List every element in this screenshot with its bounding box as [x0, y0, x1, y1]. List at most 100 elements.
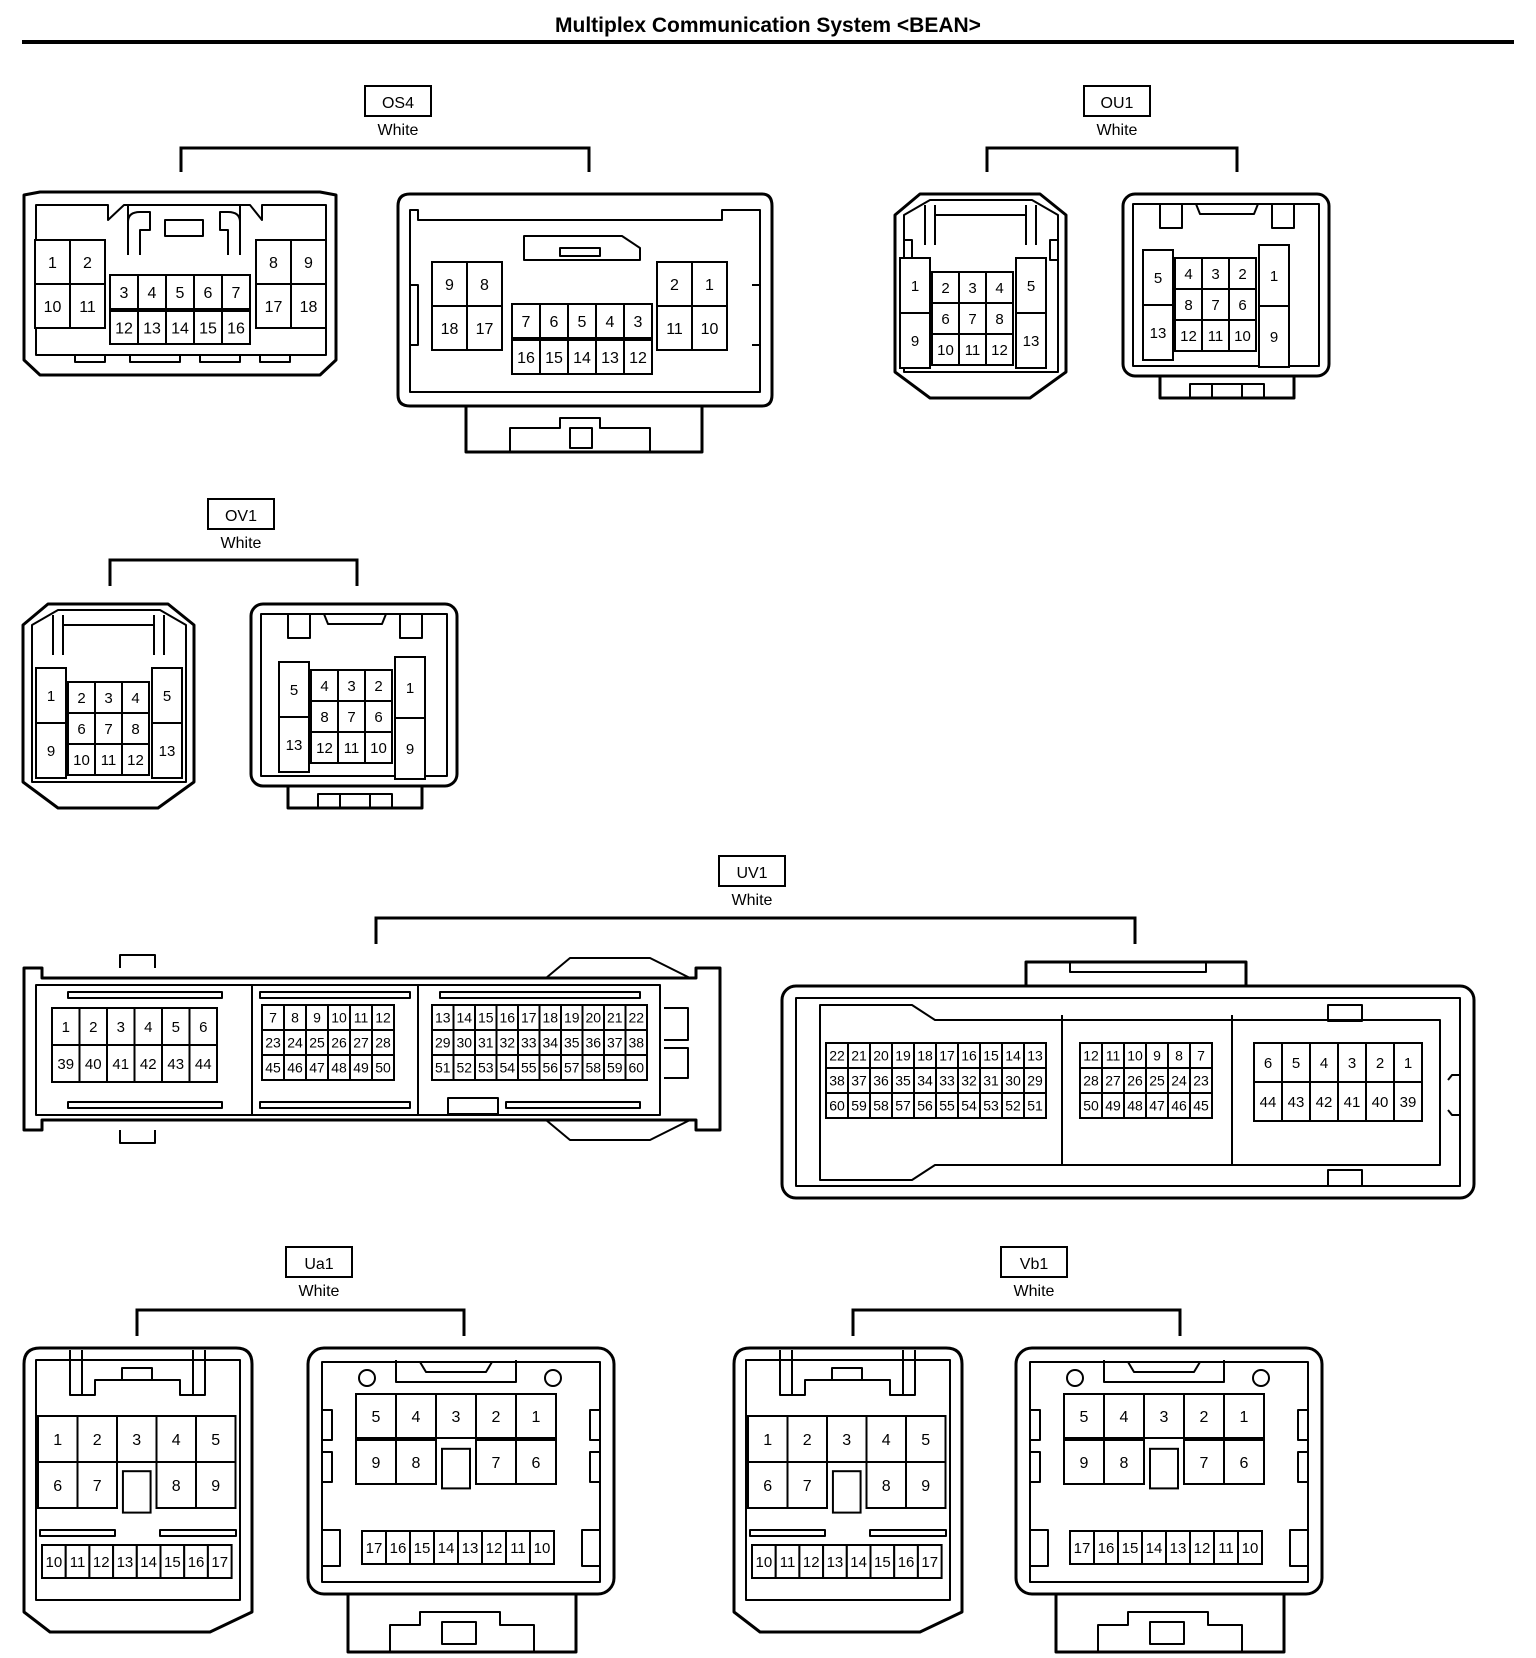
- pin-number: 48: [1127, 1098, 1143, 1114]
- pin-number: 50: [1083, 1098, 1099, 1114]
- pin-number: 12: [629, 350, 647, 367]
- pin-number: 3: [968, 280, 976, 297]
- pin-number: 7: [104, 721, 112, 738]
- pin-number: 54: [499, 1060, 515, 1076]
- pin-cell: [221, 274, 251, 310]
- pin-number: 45: [265, 1060, 281, 1076]
- pin-number: 10: [1127, 1048, 1143, 1064]
- pin-number: 7: [93, 1478, 102, 1495]
- pin-grid-p13-b-left: 513: [278, 661, 310, 773]
- pin-cell: [931, 333, 960, 366]
- pin-cell: [1189, 1092, 1213, 1119]
- pin-number: 51: [1027, 1098, 1043, 1114]
- pin-number: 9: [406, 741, 414, 758]
- pin-number: 20: [873, 1048, 889, 1064]
- pin-number: 6: [763, 1478, 772, 1495]
- pin-number: 9: [47, 743, 55, 760]
- pin-cell: [431, 305, 468, 351]
- pin-number: 15: [874, 1554, 891, 1571]
- pin-number: 28: [375, 1035, 391, 1051]
- pin-number: 4: [320, 678, 328, 695]
- pin-cell: [1365, 1042, 1395, 1083]
- pin-cell: [161, 1007, 191, 1046]
- pin-cell: [290, 239, 327, 285]
- pin-number: 15: [1122, 1540, 1139, 1557]
- pin-number: 11: [1106, 1048, 1121, 1064]
- pin-cell: [371, 1054, 395, 1081]
- pin-number: 44: [1260, 1094, 1277, 1111]
- pin-number: 2: [374, 678, 382, 695]
- connector-bracket: [179, 146, 591, 172]
- uv1-face-b-housing: [780, 960, 1476, 1200]
- pin-number: 29: [1027, 1073, 1043, 1089]
- pin-cell: [35, 667, 67, 724]
- pin-cell: [161, 1044, 191, 1083]
- pin-number: 10: [756, 1554, 773, 1571]
- connector-bracket: [108, 558, 359, 586]
- pin-number: 12: [115, 320, 133, 337]
- pin-number: 10: [1234, 328, 1251, 345]
- pin-number: 32: [499, 1035, 515, 1051]
- pin-number: 3: [347, 678, 355, 695]
- pin-cell: [1228, 319, 1257, 352]
- connector-code-box: [1083, 85, 1151, 117]
- pin-number: 17: [265, 299, 283, 316]
- pin-number: 2: [941, 280, 949, 297]
- pin-cell: [985, 333, 1014, 366]
- pin-blank: [441, 1447, 471, 1490]
- pin-number: 19: [564, 1010, 580, 1026]
- pin-grid-p13-b-left: 513: [1142, 249, 1174, 361]
- pin-number: 18: [300, 299, 318, 316]
- pin-number: 43: [167, 1056, 184, 1073]
- pin-number: 11: [79, 299, 96, 316]
- pin-number: 4: [131, 690, 139, 707]
- pin-number: 51: [435, 1060, 451, 1076]
- pin-number: 8: [480, 277, 489, 294]
- connector-code-box: [285, 1246, 353, 1278]
- pin-cell: [623, 339, 653, 375]
- pin-number: 37: [607, 1035, 623, 1051]
- pin-cell: [290, 283, 327, 329]
- pin-number: 16: [188, 1554, 205, 1571]
- pin-cell: [364, 731, 393, 764]
- pin-cell: [466, 261, 503, 307]
- pin-number: 12: [803, 1554, 820, 1571]
- pin-number: 2: [89, 1019, 97, 1036]
- pin-number: 10: [937, 342, 954, 359]
- pin-number: 27: [353, 1035, 369, 1051]
- pin-number: 2: [93, 1432, 102, 1449]
- pin-cell: [165, 274, 195, 310]
- pin-number: 14: [438, 1540, 455, 1557]
- pin-number: 1: [705, 277, 714, 294]
- pin-cell: [1015, 312, 1047, 369]
- pin-number: 16: [961, 1048, 977, 1064]
- pin-blank: [121, 1470, 152, 1514]
- connector-bracket: [851, 1308, 1182, 1336]
- pin-number: 22: [628, 1010, 644, 1026]
- pin-number: 5: [1080, 1409, 1089, 1426]
- pin-cell: [958, 333, 987, 366]
- pin-number: 6: [1238, 297, 1246, 314]
- pin-number: 11: [965, 342, 981, 359]
- pin-number: 52: [1005, 1098, 1021, 1114]
- pin-number: 60: [829, 1098, 845, 1114]
- pin-cell: [206, 1544, 233, 1579]
- pin-cell: [865, 1415, 907, 1463]
- pin-number: 38: [628, 1035, 644, 1051]
- pin-grid-p13-a-left: 19: [35, 667, 67, 779]
- pin-number: 12: [991, 342, 1008, 359]
- pin-number: 41: [1344, 1094, 1361, 1111]
- pin-number: 58: [585, 1060, 601, 1076]
- pin-number: 3: [452, 1409, 461, 1426]
- pin-cell: [394, 656, 426, 719]
- pin-number: 12: [486, 1540, 503, 1557]
- pin-number: 1: [47, 688, 55, 705]
- pin-number: 60: [628, 1060, 644, 1076]
- pin-number: 5: [176, 285, 185, 302]
- pin-number: 9: [1270, 329, 1278, 346]
